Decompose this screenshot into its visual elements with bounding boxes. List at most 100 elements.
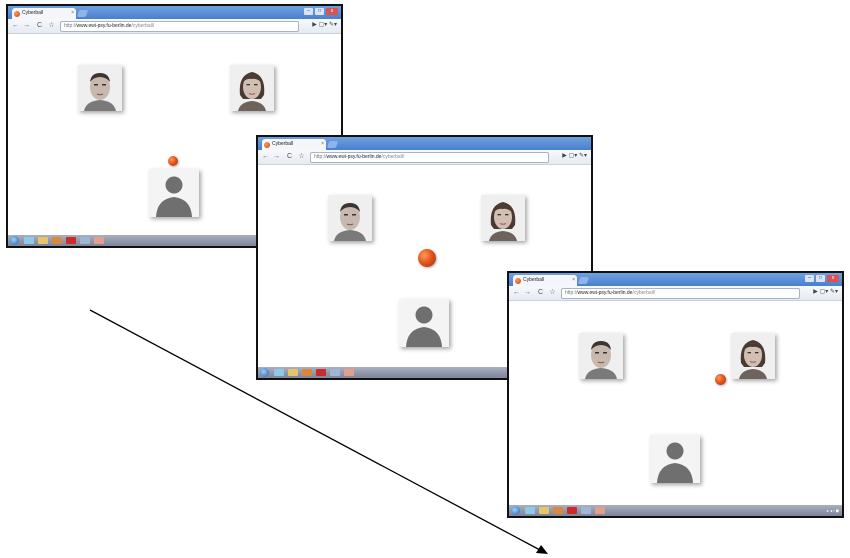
browser-toolbar: ← → C ☆ http://www.ewi-psy.fu-berlin.de/…: [509, 286, 842, 301]
system-tray[interactable]: ▸ ◂ ▪ ◼: [826, 508, 839, 513]
wrench-icon[interactable]: ✎▾: [328, 22, 337, 28]
wrench-icon[interactable]: ✎▾: [829, 289, 838, 295]
tab-strip: Cyberball × – □ x: [8, 6, 341, 19]
browser-toolbar: ← → C ☆ http://www.ewi-psy.fu-berlin.de/…: [8, 19, 341, 34]
favicon-ball-icon: [515, 278, 521, 284]
tab-close-icon[interactable]: ×: [321, 141, 324, 147]
arrowhead-icon: [536, 545, 548, 554]
taskbar-explorer-icon[interactable]: [38, 237, 48, 244]
browser-tab[interactable]: Cyberball ×: [12, 8, 76, 19]
star-icon[interactable]: ☆: [298, 153, 305, 160]
taskbar-media-icon[interactable]: [553, 507, 563, 514]
go-button[interactable]: ▶: [562, 153, 567, 159]
favicon-ball-icon: [264, 142, 270, 148]
forward-arrow-icon[interactable]: →: [524, 289, 531, 296]
tab-close-icon[interactable]: ×: [572, 277, 575, 283]
url-scheme: http://: [314, 154, 327, 160]
tab-strip: Cyberball × – □ x: [509, 273, 842, 286]
star-icon[interactable]: ☆: [549, 289, 556, 296]
player-self-avatar: [650, 435, 700, 483]
back-arrow-icon[interactable]: ←: [513, 289, 520, 296]
taskbar-app-icon-2[interactable]: [581, 507, 591, 514]
player-self-avatar: [399, 299, 449, 347]
close-window-button[interactable]: x: [827, 275, 839, 282]
reload-icon[interactable]: C: [286, 153, 293, 160]
male-face-icon: [579, 333, 623, 379]
browser-toolbar: ← → C ☆ http://www.ewi-psy.fu-berlin.de/…: [258, 150, 591, 165]
taskbar-ie-icon[interactable]: [24, 237, 34, 244]
minimize-button[interactable]: –: [304, 8, 313, 15]
windows-start-icon[interactable]: [260, 368, 269, 377]
forward-arrow-icon[interactable]: →: [23, 22, 30, 29]
maximize-button[interactable]: □: [315, 8, 324, 15]
player-male-avatar[interactable]: [78, 65, 122, 111]
url-host: www.ewi-psy.fu-berlin.de: [76, 23, 132, 29]
reload-icon[interactable]: C: [537, 289, 544, 296]
forward-arrow-icon[interactable]: →: [273, 153, 280, 160]
screenshot-frame-3: Cyberball × – □ x ← → C ☆ http://www.ewi…: [507, 271, 844, 518]
url-scheme: http://: [565, 290, 578, 296]
toolbar-right: ▶ ▢▾ ✎▾: [312, 21, 337, 30]
tab-close-icon[interactable]: ×: [71, 10, 74, 16]
tab-title: Cyberball: [272, 141, 294, 147]
windows-start-icon[interactable]: [10, 236, 19, 245]
player-male-avatar[interactable]: [328, 195, 372, 241]
taskbar-ie-icon[interactable]: [274, 369, 284, 376]
toolbar-right: ▶ ▢▾ ✎▾: [813, 288, 838, 297]
taskbar-app-icon[interactable]: [66, 237, 76, 244]
player-female-avatar[interactable]: [731, 333, 775, 379]
taskbar-chrome-icon[interactable]: [595, 507, 605, 514]
male-face-icon: [328, 195, 372, 241]
page-menu-button[interactable]: ▢▾: [568, 153, 578, 159]
go-button[interactable]: ▶: [312, 22, 317, 28]
minimize-button[interactable]: –: [805, 275, 814, 282]
female-face-icon: [731, 333, 775, 379]
windows-taskbar: [8, 235, 341, 246]
toolbar-right: ▶ ▢▾ ✎▾: [562, 152, 587, 161]
maximize-button[interactable]: □: [816, 275, 825, 282]
taskbar-app-icon-2[interactable]: [330, 369, 340, 376]
close-window-button[interactable]: x: [326, 8, 338, 15]
go-button[interactable]: ▶: [813, 289, 818, 295]
window-controls: – □ x: [805, 275, 839, 282]
player-male-avatar[interactable]: [579, 333, 623, 379]
taskbar-media-icon[interactable]: [52, 237, 62, 244]
taskbar-ie-icon[interactable]: [525, 507, 535, 514]
page-menu-button[interactable]: ▢▾: [318, 22, 328, 28]
url-scheme: http://: [64, 23, 77, 29]
browser-tab[interactable]: Cyberball ×: [262, 139, 326, 150]
ball-icon[interactable]: [418, 249, 436, 267]
ball-icon[interactable]: [715, 374, 726, 385]
ball-icon[interactable]: [168, 156, 178, 166]
taskbar-app-icon[interactable]: [316, 369, 326, 376]
address-bar[interactable]: http://www.ewi-psy.fu-berlin.de/cyberbal…: [60, 21, 299, 32]
player-female-avatar[interactable]: [481, 195, 525, 241]
screenshot-frame-1: Cyberball × – □ x ← → C ☆ http://www.ewi…: [6, 4, 343, 248]
windows-start-icon[interactable]: [511, 506, 520, 515]
taskbar-chrome-icon[interactable]: [344, 369, 354, 376]
reload-icon[interactable]: C: [36, 22, 43, 29]
game-area: [258, 165, 591, 367]
taskbar-media-icon[interactable]: [302, 369, 312, 376]
address-bar[interactable]: http://www.ewi-psy.fu-berlin.de/cyberbal…: [561, 288, 800, 299]
silhouette-avatar-icon: [399, 299, 449, 347]
page-menu-button[interactable]: ▢▾: [819, 289, 829, 295]
star-icon[interactable]: ☆: [48, 22, 55, 29]
wrench-icon[interactable]: ✎▾: [578, 153, 587, 159]
taskbar-app-icon[interactable]: [567, 507, 577, 514]
url-path: /cyberball/: [131, 23, 155, 29]
address-bar[interactable]: http://www.ewi-psy.fu-berlin.de/cyberbal…: [310, 152, 549, 163]
tab-strip: Cyberball ×: [258, 137, 591, 150]
taskbar-explorer-icon[interactable]: [539, 507, 549, 514]
windows-taskbar: [258, 367, 591, 378]
tab-title: Cyberball: [523, 277, 545, 283]
taskbar-explorer-icon[interactable]: [288, 369, 298, 376]
back-arrow-icon[interactable]: ←: [262, 153, 269, 160]
taskbar-app-icon-2[interactable]: [80, 237, 90, 244]
browser-tab[interactable]: Cyberball ×: [513, 275, 577, 286]
back-arrow-icon[interactable]: ←: [12, 22, 19, 29]
player-female-avatar[interactable]: [230, 65, 274, 111]
taskbar-chrome-icon[interactable]: [94, 237, 104, 244]
female-face-icon: [230, 65, 274, 111]
url-host: www.ewi-psy.fu-berlin.de: [326, 154, 382, 160]
